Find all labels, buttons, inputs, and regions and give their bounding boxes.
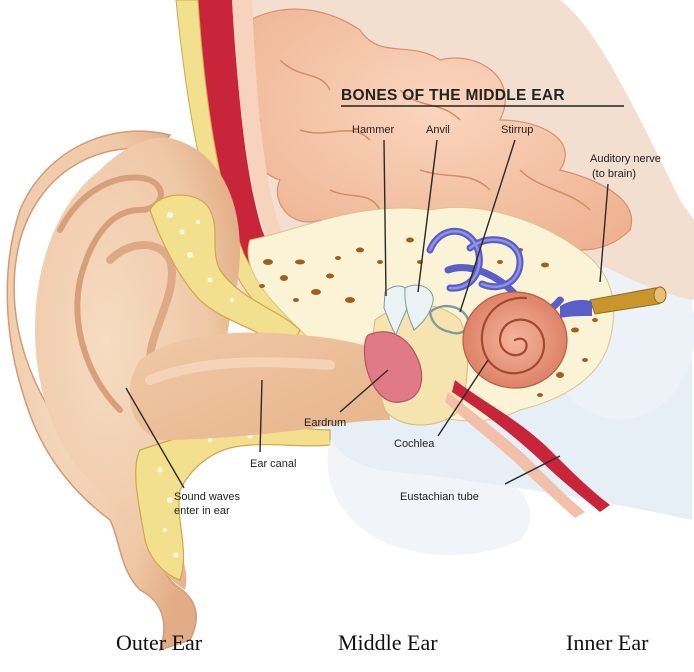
label-sound-waves: Sound waves bbox=[174, 491, 241, 503]
label-ear-canal: Ear canal bbox=[250, 458, 296, 470]
label-eardrum: Eardrum bbox=[304, 417, 346, 429]
section-outer-ear: Outer Ear bbox=[116, 630, 203, 655]
label-hammer: Hammer bbox=[352, 124, 395, 136]
label-auditory-nerve-sub: (to brain) bbox=[592, 168, 636, 180]
label-eustachian-tube: Eustachian tube bbox=[400, 491, 479, 503]
label-stirrup: Stirrup bbox=[501, 124, 533, 136]
label-anvil: Anvil bbox=[426, 124, 450, 136]
label-sound-waves-sub: enter in ear bbox=[174, 505, 230, 517]
section-inner-ear: Inner Ear bbox=[566, 630, 649, 655]
label-cochlea: Cochlea bbox=[394, 438, 435, 450]
diagram-title: BONES OF THE MIDDLE EAR bbox=[341, 87, 565, 104]
section-middle-ear: Middle Ear bbox=[338, 630, 438, 655]
label-auditory-nerve: Auditory nerve bbox=[590, 153, 661, 165]
